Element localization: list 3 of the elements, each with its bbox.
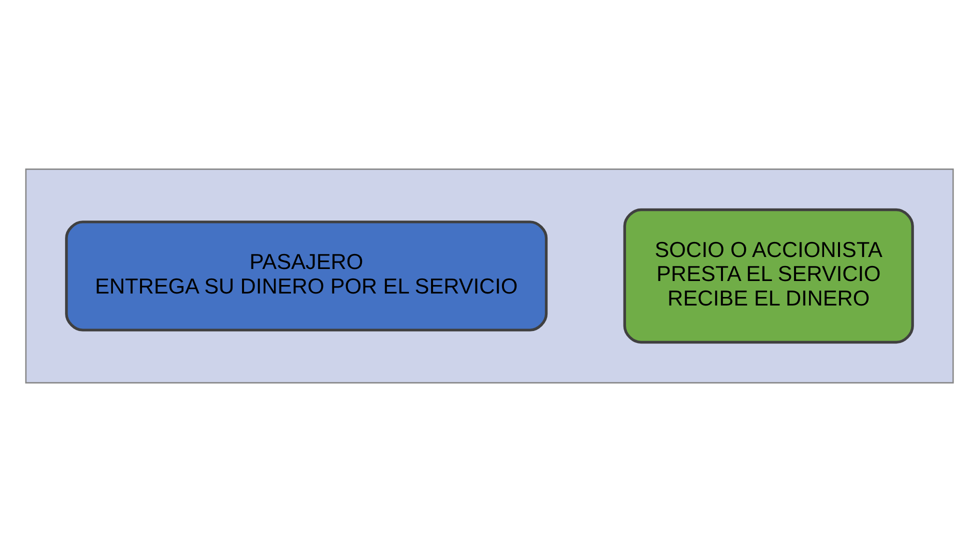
node-box: SOCIO O ACCIONISTA PRESTA EL SERVICIO RECIBE EL DINERO [623, 208, 914, 344]
cluster [25, 168, 954, 384]
node-box: PASAJERO ENTREGA SU DINERO POR EL SERVICIO [65, 220, 548, 332]
